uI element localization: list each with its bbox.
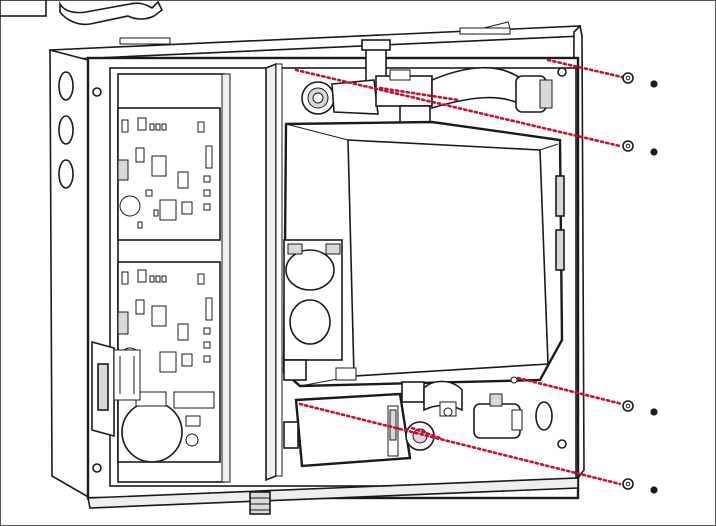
fastener-path-2 bbox=[294, 68, 622, 148]
screw-icon bbox=[650, 80, 658, 88]
lower-circuit-board bbox=[117, 261, 221, 463]
washer-icon bbox=[622, 400, 634, 412]
washer-icon bbox=[622, 140, 634, 152]
circulation-pump bbox=[283, 239, 357, 381]
fastener-3 bbox=[622, 400, 658, 416]
tool-callout bbox=[0, 0, 164, 26]
electronics-compartment bbox=[91, 73, 231, 483]
upper-circuit-board bbox=[117, 107, 221, 241]
washer-icon bbox=[622, 478, 634, 490]
washer-icon bbox=[622, 72, 634, 84]
fastener-path-2b bbox=[378, 86, 460, 102]
connector-bracket bbox=[91, 340, 141, 438]
screw-icon bbox=[650, 148, 658, 156]
fastener-4 bbox=[622, 478, 658, 494]
fastener-2 bbox=[622, 140, 658, 156]
fastener-1 bbox=[622, 72, 658, 88]
heater-tank bbox=[282, 120, 565, 388]
fastener-path-4b bbox=[410, 426, 442, 440]
fastener-paths bbox=[294, 58, 624, 486]
center-divider-plate bbox=[265, 62, 283, 482]
wrench-icon bbox=[59, 0, 164, 26]
fastener-path-4 bbox=[298, 402, 622, 486]
fastener-path-1 bbox=[546, 58, 624, 79]
fastener-path-3 bbox=[516, 376, 624, 406]
control-box bbox=[283, 392, 412, 468]
pipe-assembly bbox=[301, 39, 553, 131]
screw-icon bbox=[650, 408, 658, 416]
screw-icon bbox=[650, 486, 658, 494]
